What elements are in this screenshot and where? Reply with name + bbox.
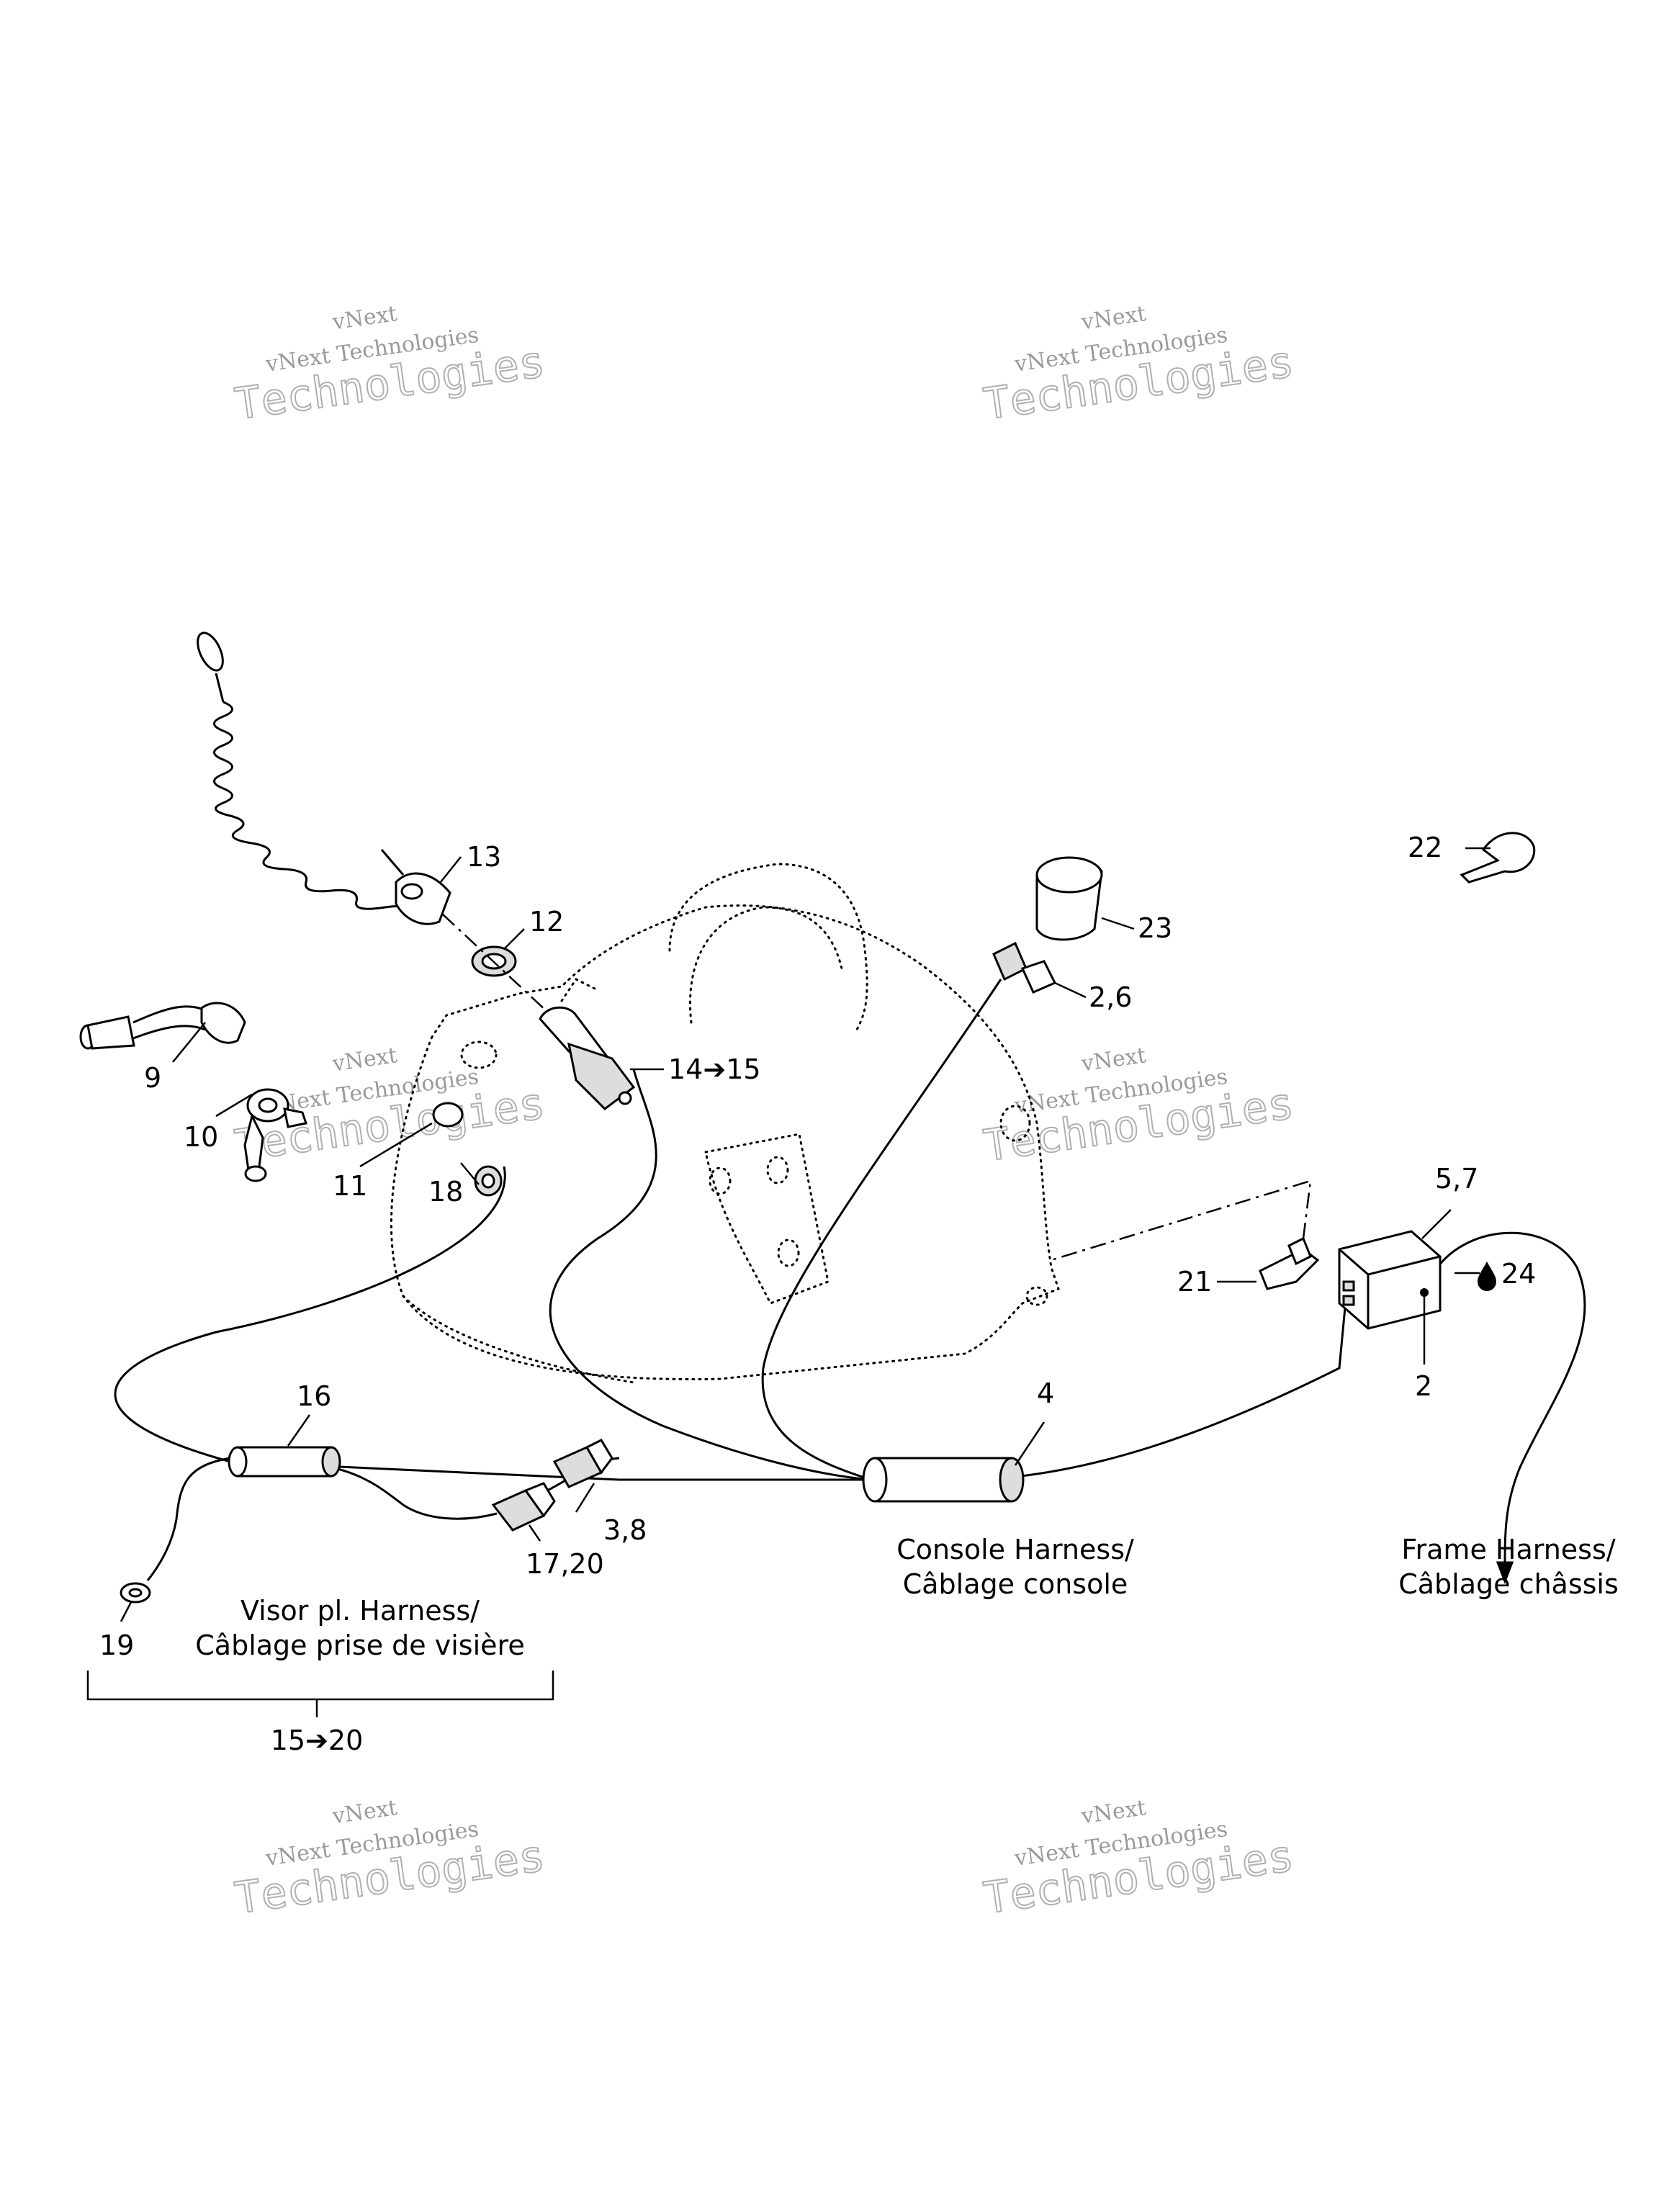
callout-labels: 13 12 14➔15 23 2,6 22 9 10 11 18 21 5,7 … [99, 832, 1536, 1661]
watermark-text: vNext [331, 301, 399, 335]
mounting-bracket [1051, 1179, 1320, 1290]
callout-2-6: 2,6 [1089, 981, 1132, 1013]
leader-lines [120, 847, 1491, 1622]
callout-19: 19 [99, 1629, 134, 1661]
watermark-text: vNext [1079, 301, 1148, 335]
callout-10: 10 [184, 1121, 218, 1153]
callout-18: 18 [428, 1176, 463, 1208]
watermark-bottom-right: vNext vNext Technologies Technologies [980, 1795, 1298, 1925]
console-caption-line2: Câblage console [903, 1568, 1128, 1600]
frame-caption-line2: Câblage châssis [1398, 1568, 1619, 1600]
callout-13: 13 [467, 841, 501, 873]
connector-block [1338, 1230, 1442, 1330]
drop-icon [1478, 1262, 1496, 1291]
console-caption-line1: Console Harness/ [896, 1534, 1134, 1565]
callout-12: 12 [529, 906, 564, 938]
assembly-line [442, 914, 548, 1012]
watermark-top-right: vNext vNext Technologies Technologies [980, 301, 1298, 431]
callout-23: 23 [1138, 912, 1172, 944]
watermark-bottom-left: vNext vNext Technologies Technologies [231, 1795, 549, 1925]
callout-2: 2 [1415, 1370, 1432, 1402]
frame-caption-line1: Frame Harness/ [1401, 1534, 1615, 1565]
visor-caption-line2: Câblage prise de visière [195, 1629, 524, 1661]
callout-4: 4 [1037, 1377, 1054, 1409]
callout-24: 24 [1501, 1258, 1536, 1290]
callout-5-7: 5,7 [1435, 1163, 1478, 1195]
callout-22: 22 [1408, 832, 1442, 863]
cable-tie [1460, 832, 1536, 884]
harness-wires [114, 979, 1586, 1585]
callout-21: 21 [1177, 1266, 1212, 1298]
visor-plug [79, 1002, 464, 1182]
watermark-top-left: vNext vNext Technologies Technologies [231, 301, 549, 431]
callout-9: 9 [144, 1062, 161, 1094]
ring-terminal [120, 1582, 151, 1604]
connector-18 [474, 1165, 503, 1197]
sleeve-4 [862, 1457, 1025, 1503]
visor-caption-line1: Visor pl. Harness/ [240, 1595, 480, 1627]
callout-17-20: 17,20 [526, 1548, 604, 1580]
accessory-plug [992, 856, 1103, 994]
callout-3-8: 3,8 [603, 1514, 647, 1546]
callout-14-15: 14➔15 [668, 1053, 761, 1085]
callout-11: 11 [333, 1170, 367, 1202]
watermark-text: vNext [331, 1795, 399, 1829]
watermark-text: vNext [1079, 1043, 1148, 1076]
range-label-15-20: 15➔20 [271, 1725, 364, 1756]
tether-switch [539, 1006, 636, 1110]
lanyard-cord [197, 631, 451, 925]
range-bracket: 15➔20 [86, 1671, 554, 1756]
watermark-text: vNext [1079, 1795, 1148, 1829]
sleeve-16 [228, 1446, 341, 1478]
connector-3-8 [552, 1439, 613, 1488]
callout-16: 16 [297, 1380, 331, 1412]
console-outline [390, 863, 1060, 1384]
connector-17-20 [491, 1482, 556, 1532]
watermark-mid-right: vNext vNext Technologies Technologies [980, 1043, 1298, 1172]
harness-captions: Visor pl. Harness/ Câblage prise de visi… [195, 1534, 1619, 1661]
watermark-mid-left: vNext vNext Technologies Technologies [231, 1043, 549, 1172]
watermark-text: vNext [331, 1043, 399, 1076]
